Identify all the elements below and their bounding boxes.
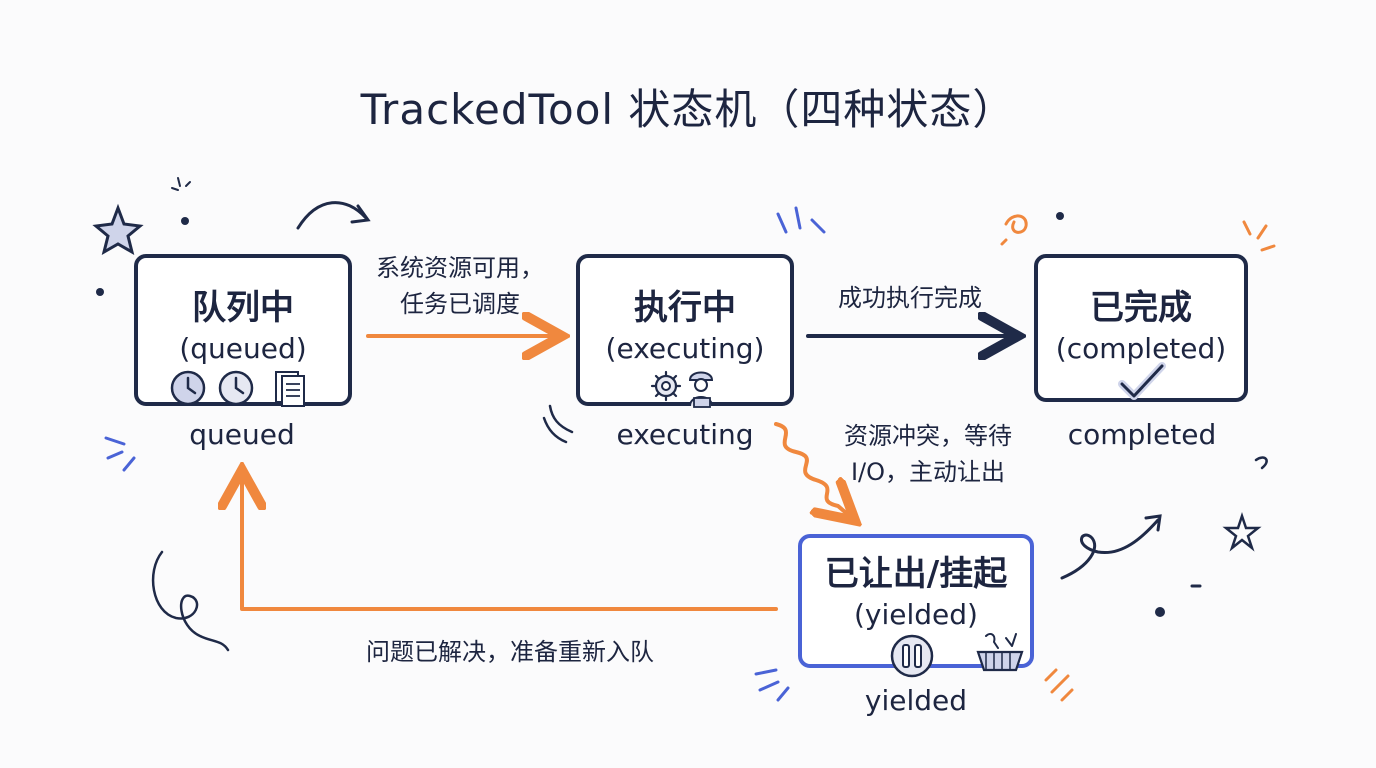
label-line: 问题已解决，准备重新入队	[366, 638, 654, 666]
yielded-icons	[890, 633, 1024, 678]
pause-icon	[890, 634, 934, 678]
state-completed-caption: completed	[1067, 418, 1217, 451]
state-executing-label-cn: 执行中	[634, 288, 736, 328]
documents-icon	[275, 371, 305, 407]
label-yielded-to-queued: 问题已解决，准备重新入队	[330, 634, 690, 670]
state-queued-caption: queued	[189, 418, 295, 451]
state-queued-label-en: (queued)	[179, 332, 307, 365]
state-completed-label-cn: 已完成	[1090, 288, 1192, 328]
label-queued-to-executing: 系统资源可用， 任务已调度	[360, 250, 560, 322]
worker-at-laptop-icon	[688, 371, 714, 408]
label-executing-to-yielded: 资源冲突，等待 I/O，主动让出	[818, 418, 1038, 490]
gear-icon	[650, 370, 682, 402]
executing-icons	[650, 370, 714, 408]
state-completed-label-en: (completed)	[1055, 332, 1227, 365]
label-line: 资源冲突，等待	[844, 422, 1012, 450]
basket-icon	[976, 633, 1024, 672]
label-executing-to-completed: 成功执行完成	[810, 280, 1010, 316]
checkmark-icon	[1118, 362, 1166, 400]
arrow-yielded-to-queued	[242, 474, 778, 611]
label-line: 任务已调度	[400, 290, 520, 318]
state-executing-caption: executing	[616, 418, 754, 451]
state-executing: 执行中 (executing)	[576, 254, 794, 406]
state-yielded-caption: yielded	[864, 684, 968, 717]
state-executing-label-en: (executing)	[605, 332, 765, 365]
clock-icon	[218, 370, 254, 406]
queued-icons	[170, 370, 305, 407]
arrow-executing-to-yielded	[774, 422, 852, 518]
diagram-title: TrackedTool 状态机（四种状态）	[360, 85, 1016, 134]
state-queued-label-cn: 队列中	[192, 288, 294, 328]
label-line: 系统资源可用，	[376, 254, 544, 282]
label-line: 成功执行完成	[838, 284, 982, 312]
state-yielded-label-cn: 已让出/挂起	[824, 554, 1008, 594]
clock-icon	[170, 370, 206, 406]
decorative-doodles	[92, 177, 1276, 702]
label-line: I/O，主动让出	[850, 458, 1006, 486]
state-completed: 已完成 (completed)	[1034, 254, 1248, 402]
state-yielded-label-en: (yielded)	[854, 598, 978, 631]
